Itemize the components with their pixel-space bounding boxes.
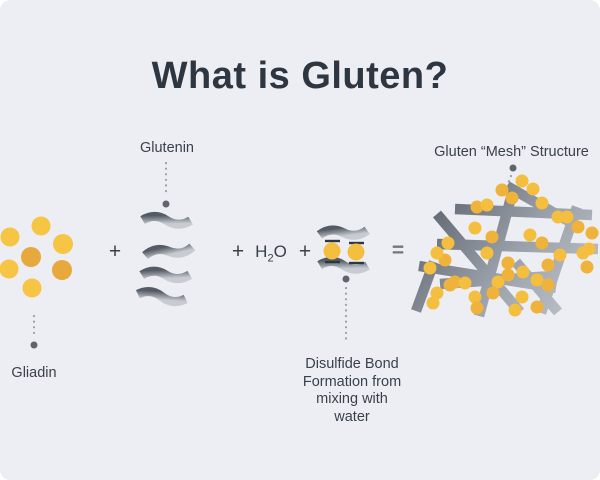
water-h: H — [255, 242, 268, 261]
gluten-mesh-icon — [411, 181, 599, 318]
disulfide-caption-line: Formation from — [302, 373, 402, 390]
disulfide-caption-line: water — [334, 408, 370, 425]
gluten-mesh-molecules — [423, 174, 599, 317]
disulfide-caption-line: Disulfide Bond — [305, 356, 399, 372]
disulfide-caption: Disulfide Bond Formation from mixing wit… — [290, 356, 414, 426]
mesh-strand — [436, 238, 599, 255]
gliadin-molecule — [22, 278, 42, 298]
water-formula: H2O — [248, 242, 294, 268]
mesh-pointer-line — [505, 164, 517, 188]
mesh-strand — [473, 188, 519, 318]
mesh-strand — [432, 210, 525, 316]
gliadin-molecule — [31, 216, 51, 236]
plus-operator: + — [298, 240, 312, 263]
gliadin-molecule — [52, 260, 72, 280]
plus-operator: + — [231, 240, 245, 263]
gliadin-molecule — [53, 234, 73, 254]
gliadin-molecule — [0, 259, 19, 279]
gliadin-molecule — [21, 247, 41, 267]
gliadin-pointer-line — [30, 314, 38, 349]
water-subscript: 2 — [267, 252, 274, 265]
glutenin-ribbons-icon — [138, 216, 193, 303]
disulfide-pointer-line — [342, 275, 350, 343]
glutenin-label: Glutenin — [139, 140, 194, 156]
plus-operator: + — [108, 240, 122, 263]
gliadin-label: Gliadin — [11, 365, 57, 381]
equals-operator: = — [391, 239, 405, 262]
sulfide-molecule — [323, 242, 341, 260]
gliadin-molecule — [0, 227, 20, 247]
disulfide-caption-line: mixing with — [316, 391, 388, 407]
page-title: What is Gluten? — [151, 55, 449, 97]
gluten-mesh-label: Gluten “Mesh” Structure — [434, 144, 589, 160]
disulfide-bond-icon — [319, 228, 368, 270]
water-o: O — [273, 242, 287, 261]
sulfide-molecule — [347, 243, 365, 261]
glutenin-pointer-line — [162, 161, 170, 208]
gliadin-cluster-icon — [0, 216, 73, 298]
